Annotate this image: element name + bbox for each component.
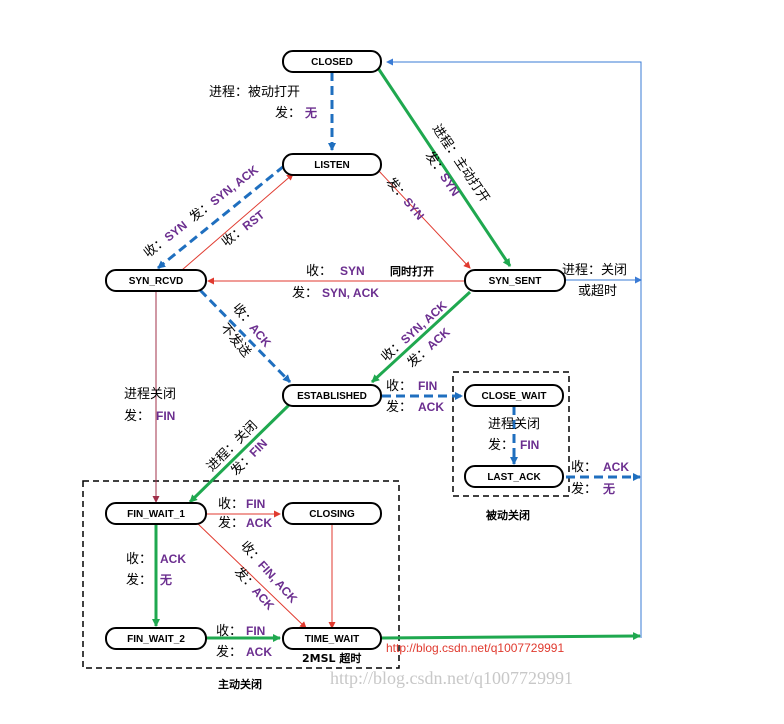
recv-prefix-c: 收：: [306, 264, 332, 279]
listen-sent-label-group: 发： SYN: [383, 174, 427, 222]
state-syn-rcvd: SYN_RCVD: [105, 269, 207, 292]
send-syn-ack-a: SYN, ACK: [207, 162, 261, 208]
state-fin-wait-2: FIN_WAIT_2: [105, 627, 207, 650]
close-timeout-label-1: 进程：关闭: [562, 263, 627, 278]
state-closed: CLOSED: [282, 50, 382, 73]
send-prefix-k: 发：: [218, 515, 244, 531]
process-close-label-2: 进程关闭: [488, 417, 540, 432]
send-prefix-g: 发：: [386, 399, 412, 415]
svg-text:CLOSING: CLOSING: [309, 509, 355, 520]
svg-text:SYN_RCVD: SYN_RCVD: [129, 276, 183, 287]
svg-text:LISTEN: LISTEN: [314, 160, 350, 171]
active-close-label: 主动关闭: [218, 677, 262, 691]
state-close-wait: CLOSE_WAIT: [464, 384, 564, 407]
watermark: http://blog.csdn.net/q1007729991: [330, 668, 573, 688]
send-ack-k: ACK: [246, 516, 272, 530]
recv-fin-n: FIN: [246, 624, 265, 638]
svg-text:SYN_SENT: SYN_SENT: [489, 276, 542, 287]
time-wait-to-right-arrow: [381, 632, 641, 641]
active-close-box: [82, 480, 400, 669]
send-prefix-f: 发：: [124, 408, 150, 424]
state-closing: CLOSING: [282, 502, 382, 525]
recv-prefix-j: 收：: [571, 460, 597, 475]
recv-prefix-k: 收：: [218, 497, 244, 512]
send-prefix-n: 发：: [216, 644, 242, 660]
passive-open-label: 进程：被动打开: [209, 85, 300, 100]
send-fin-f: FIN: [156, 409, 175, 423]
send-none-value: 无: [304, 106, 317, 120]
svg-text:LAST_ACK: LAST_ACK: [487, 472, 541, 483]
send-ack-g: ACK: [418, 400, 444, 414]
recv-ack-j: ACK: [603, 460, 629, 474]
recv-fin-k: FIN: [246, 497, 265, 511]
passive-close-label: 被动关闭: [486, 508, 530, 522]
recv-prefix-n: 收：: [216, 624, 242, 639]
send-fin-i: FIN: [520, 438, 539, 452]
listen-rcvd-label-group: 收： SYN 发： SYN, ACK: [141, 162, 261, 261]
close-timeout-label-2: 或超时: [578, 284, 617, 299]
svg-text:ESTABLISHED: ESTABLISHED: [297, 391, 367, 402]
send-prefix-label: 发：: [275, 105, 301, 121]
syn-rcvd-to-listen-arrow: [181, 173, 294, 271]
msl-timeout-label: 2MSL 超时: [302, 651, 361, 665]
blog-url: http://blog.csdn.net/q1007729991: [386, 641, 564, 655]
state-fin-wait-1: FIN_WAIT_1: [105, 502, 207, 525]
recv-syn-c: SYN: [340, 264, 365, 278]
recv-prefix-g: 收：: [386, 379, 412, 394]
recv-prefix-m: 收：: [126, 552, 152, 567]
send-ack-l: ACK: [249, 584, 277, 613]
svg-text:FIN_WAIT_1: FIN_WAIT_1: [127, 509, 185, 520]
send-none-j: 无: [602, 482, 615, 496]
send-prefix-c: 发：: [292, 285, 318, 301]
send-prefix-j: 发：: [571, 481, 597, 497]
recv-ack-m: ACK: [160, 552, 186, 566]
svg-text:CLOSED: CLOSED: [311, 57, 353, 68]
return-line: [386, 58, 642, 638]
state-listen: LISTEN: [282, 153, 382, 176]
recv-fin-g: FIN: [418, 379, 437, 393]
process-close-label: 进程关闭: [124, 387, 176, 402]
state-syn-sent: SYN_SENT: [464, 269, 566, 292]
syn-rcvd-to-established-arrow: [198, 288, 292, 384]
send-ack-n: ACK: [246, 645, 272, 659]
state-last-ack: LAST_ACK: [464, 465, 564, 488]
syn-sent-to-established-arrow: [370, 290, 472, 384]
send-prefix-m: 发：: [126, 572, 152, 588]
state-time-wait: TIME_WAIT: [282, 627, 382, 650]
svg-text:TIME_WAIT: TIME_WAIT: [305, 634, 359, 645]
listen-to-syn-sent-arrow: [377, 169, 471, 269]
established-to-fin-wait-1-arrow: [188, 402, 292, 504]
send-prefix-i: 发：: [488, 437, 514, 453]
closed-to-syn-sent-arrow: [376, 67, 512, 267]
simultaneous-open-label: 同时打开: [390, 264, 434, 278]
fin-wait-1-to-time-wait-arrow: [195, 521, 307, 629]
svg-text:CLOSE_WAIT: CLOSE_WAIT: [481, 391, 546, 402]
svg-text:FIN_WAIT_2: FIN_WAIT_2: [127, 634, 185, 645]
recv-ack-d: ACK: [246, 321, 274, 350]
state-established: ESTABLISHED: [282, 384, 382, 407]
send-syn-ack-c: SYN, ACK: [322, 286, 379, 300]
send-none-m: 无: [159, 573, 172, 587]
